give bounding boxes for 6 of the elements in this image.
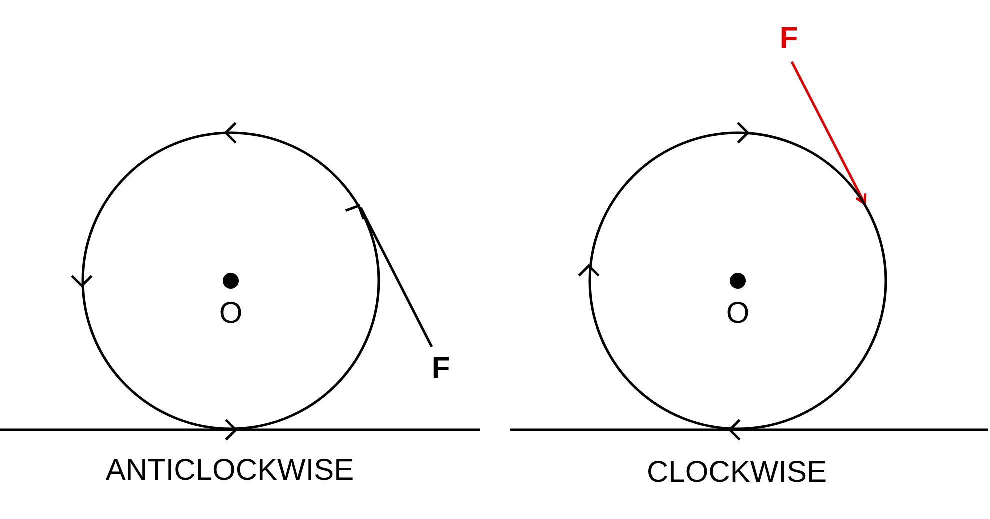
centre-label: O [726, 297, 750, 331]
caption-label: CLOCKWISE [646, 456, 828, 490]
caption-label: ANTICLOCKWISE [106, 454, 354, 488]
force-label: F [780, 22, 798, 56]
force-label: F [432, 352, 450, 386]
centre-label: O [219, 297, 243, 331]
